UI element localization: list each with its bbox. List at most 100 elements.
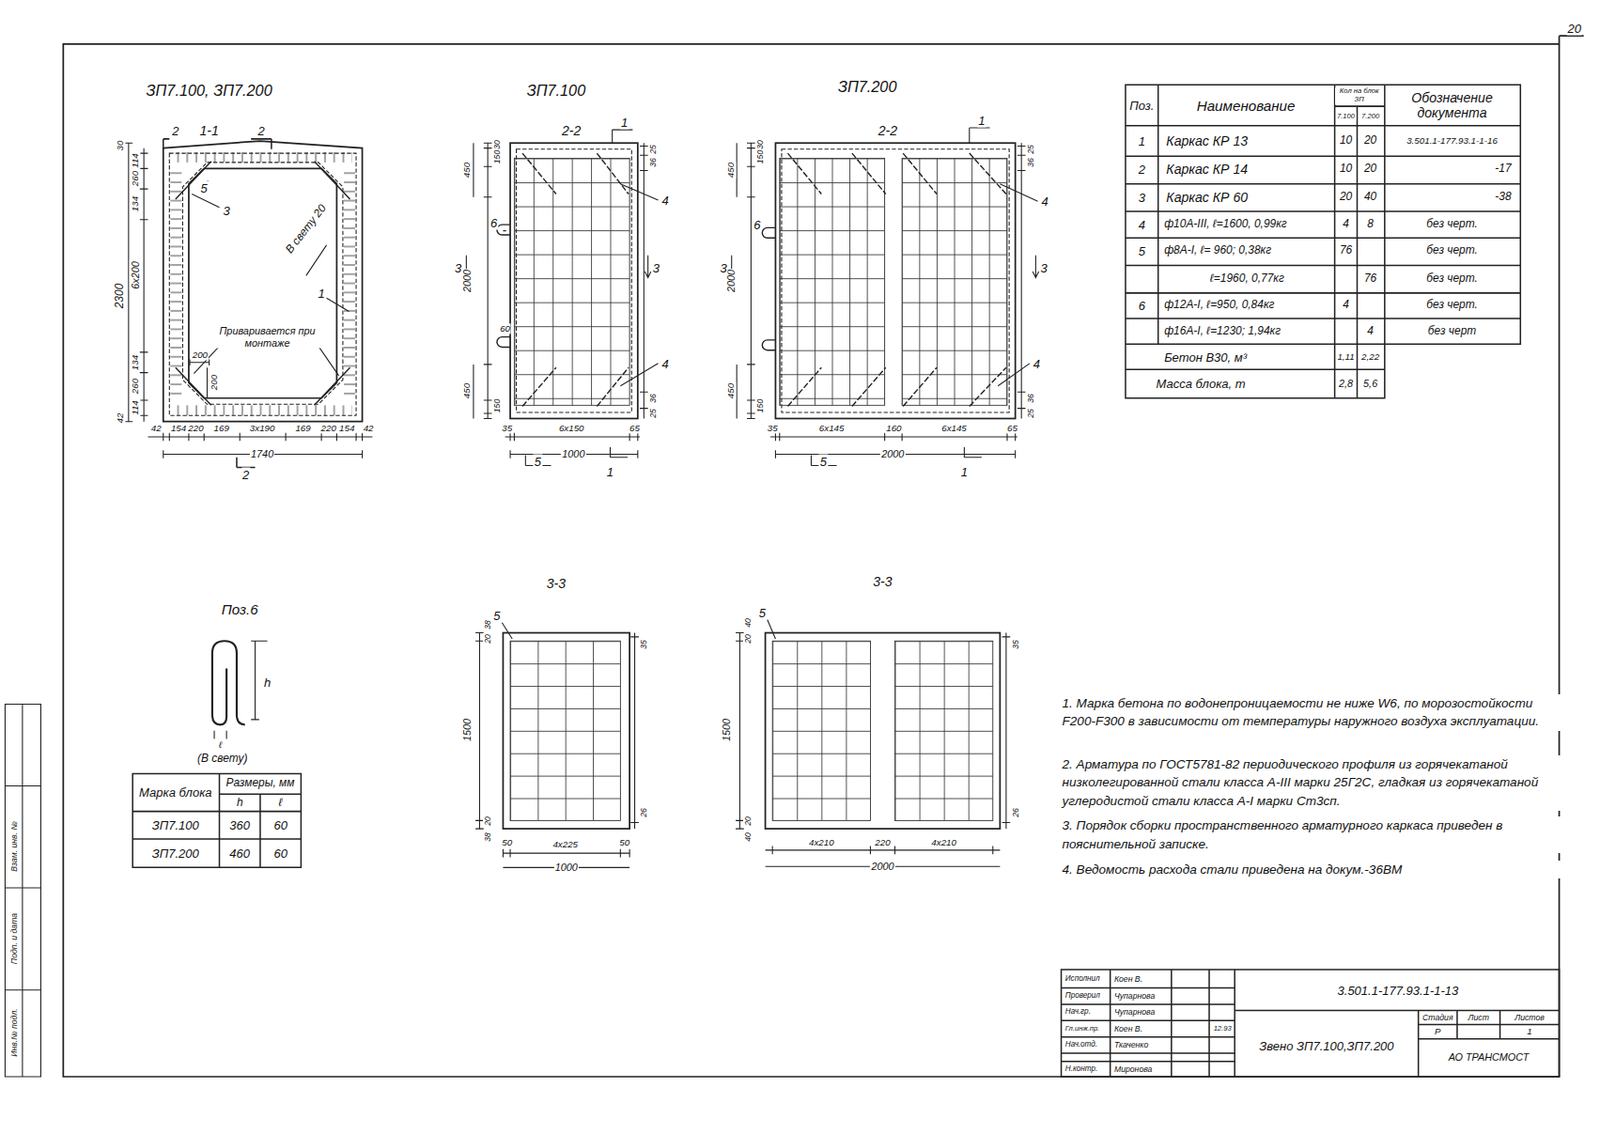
drawing-label: Звено ЗП7.100,ЗП7.200 [1258, 1039, 1395, 1054]
drawing-label: Марка блока [133, 784, 218, 799]
drawing-label: 114 [130, 400, 141, 418]
drawing-label: 35 [766, 423, 779, 435]
drawing-label: 6х200 [129, 260, 141, 291]
drawing-lines [4, 35, 1584, 1077]
drawing-label: 220 [873, 837, 891, 848]
drawing-label: 1 [605, 464, 615, 479]
drawing-label: 3 [1137, 189, 1147, 204]
drawing-label: 1500 [461, 716, 473, 742]
drawing-label: 1500 [720, 716, 732, 742]
drawing-label: 65 [628, 423, 641, 435]
poz6-table [132, 773, 301, 868]
drawing-label: 60 [272, 845, 288, 860]
drawing-label: 4 [661, 192, 670, 207]
drawing-label: Масса блока, т [1154, 376, 1246, 391]
drawing-label: 35 [500, 423, 513, 435]
drawing-label: 134 [130, 353, 141, 371]
drawing-label: h [263, 674, 272, 689]
drawing-label: 220 [320, 423, 338, 435]
drawing-label: без черт [1427, 325, 1478, 339]
drawing-label: Нач.гр. [1064, 1008, 1092, 1017]
dimension-line [1017, 142, 1026, 419]
drawing-label: 4 [1040, 193, 1050, 208]
drawing-label: АО ТРАНСМОСТ [1447, 1051, 1531, 1063]
drawing-label: 2-2 [877, 123, 899, 139]
drawing-label: Размеры, мм [224, 776, 296, 791]
drawing-label: 36 [1025, 392, 1036, 404]
drawing-label: 2 [170, 124, 180, 139]
drawing-label: 6х145 [940, 423, 968, 435]
drawing-label: 20 [482, 815, 493, 827]
section-mark [728, 127, 1039, 458]
drawing-label: 2000 [461, 268, 473, 294]
drawing-label: 3 [1039, 260, 1048, 275]
rebar-grid [895, 640, 994, 821]
drawing-label: 20 [1338, 190, 1353, 204]
drawing-label: Лист [1467, 1012, 1491, 1023]
drawing-label: 160 [885, 423, 902, 435]
drawing-label: ℓ [217, 739, 223, 750]
drawing-label: 154 [170, 423, 187, 435]
drawing-label: 2 [256, 124, 265, 139]
drawing-label: 6 [752, 217, 762, 232]
drawing-label: Чупарнова [1113, 991, 1156, 1001]
drawing-label: 5,6 [1362, 377, 1379, 389]
drawing-label: 1000 [560, 448, 586, 460]
drawing-label: Стадия [1421, 1012, 1454, 1023]
drawing-label: 36 [648, 392, 658, 404]
drawing-label: 4 [1341, 217, 1351, 232]
drawing-label: 4х210 [930, 837, 958, 848]
drawing-label: 12.93 [1212, 1024, 1233, 1033]
drawing-label: В свету 20 [282, 201, 330, 258]
drawing-label: Кол на блок ЗП [1335, 87, 1384, 105]
margin-stamp [4, 704, 41, 1077]
drawing-label: Н.контр. [1064, 1065, 1099, 1074]
drawing-label: 7.200 [1360, 111, 1381, 121]
drawing-label: 65 [1006, 423, 1019, 435]
drawing-label: 450 [462, 382, 473, 400]
drawing-label: 1 [620, 115, 629, 130]
leader-line [501, 622, 513, 639]
drawing-label: 1 [1137, 133, 1147, 148]
drawing-label: 260 [130, 376, 141, 394]
leader-line [767, 619, 777, 639]
drawing-label: 4 [1366, 325, 1375, 339]
drawing-label: Обозначение документа [1385, 90, 1519, 121]
block-plan [502, 633, 630, 830]
spec-table [1125, 84, 1521, 398]
drawing-label: 3-3 [871, 574, 893, 590]
drawing-label: 38 [482, 619, 493, 631]
drawing-label: 1 [316, 285, 326, 300]
drawing-label: 35 [638, 639, 649, 652]
drawing-label: 2,22 [1360, 352, 1381, 363]
block-elevation [510, 142, 638, 419]
drawing-label: 25 [648, 143, 658, 156]
drawing-label: Ткаченко [1113, 1040, 1150, 1050]
drawing-label: 6 [1137, 297, 1147, 312]
drawing-label: 26 [1010, 807, 1021, 819]
drawing-label: 20 [743, 815, 753, 827]
drawing-label: ф16А-I, ℓ=1230; 1,94кг [1163, 325, 1282, 339]
drawing-label: без черт. [1425, 272, 1479, 286]
drawing-label: 1 [960, 464, 969, 479]
drawing-label: 2 [1137, 162, 1147, 177]
drawing-label: без черт. [1425, 298, 1479, 312]
drawing-label: Каркас КР 14 [1165, 161, 1249, 177]
dimension-line [735, 633, 1010, 868]
drawing-label: 3.501.1-177.93.1-1-16 [1405, 135, 1499, 146]
drawing-label: Поз.6 [220, 602, 260, 619]
drawing-label: 200 [191, 349, 209, 360]
drawing-label: 220 [186, 423, 204, 435]
drawing-label: 150 [492, 398, 502, 414]
drawing-label: 2-2 [560, 123, 582, 139]
drawing-label: 40 [1363, 190, 1378, 204]
drawing-label: Чупарнова [1113, 1007, 1156, 1017]
section-mark [463, 129, 652, 458]
drawing-label: 460 [228, 845, 251, 860]
drawing-label: 35 [1010, 639, 1021, 652]
drawing-label: 4 [661, 356, 670, 371]
drawing-label: 450 [462, 161, 473, 179]
drawing-label: Исполнил [1064, 974, 1102, 983]
drawing-label: Взам. инв. № [9, 821, 19, 874]
drawing-label: ℓ=1960, 0,77кг [1209, 272, 1286, 286]
